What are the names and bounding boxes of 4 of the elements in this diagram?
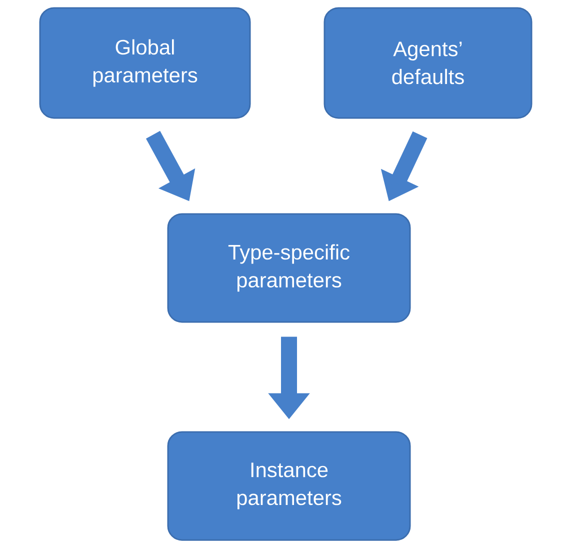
process-box: Global parameters bbox=[39, 7, 251, 119]
process-box: Agents’ defaults bbox=[324, 7, 532, 119]
process-box: Instance parameters bbox=[167, 431, 411, 541]
process-box: Type-specific parameters bbox=[167, 213, 411, 323]
